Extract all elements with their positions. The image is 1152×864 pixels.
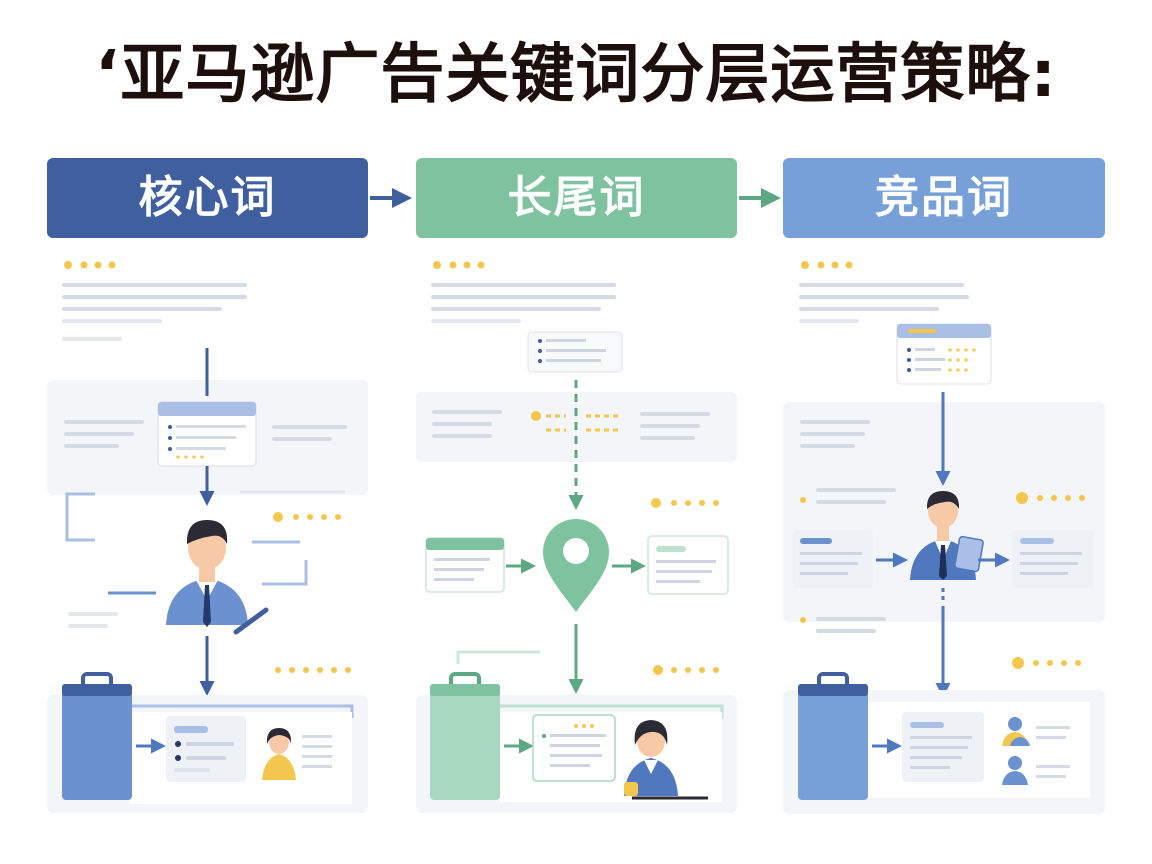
user-group-icon: [1002, 717, 1030, 785]
page-title: ‘亚马逊广告关键词分层运营策略:: [95, 38, 1057, 112]
briefcase-icon: [62, 672, 132, 800]
person-icon: [262, 728, 296, 780]
briefcase-icon: [798, 672, 868, 800]
person-icon: [166, 520, 248, 627]
briefcase-icon: [430, 672, 500, 800]
column-header-longtail-keywords: 长尾词: [416, 158, 737, 238]
person-icon: [624, 720, 678, 796]
column-header-core-keywords: 核心词: [47, 158, 368, 238]
column-longtail-illustration: [416, 261, 737, 813]
location-pin-icon: [543, 519, 609, 612]
column-core-illustration: [47, 261, 368, 813]
column-header-competitor-keywords: 竞品词: [783, 158, 1105, 238]
person-icon: [910, 491, 984, 580]
column-competitor-illustration: [783, 261, 1105, 814]
